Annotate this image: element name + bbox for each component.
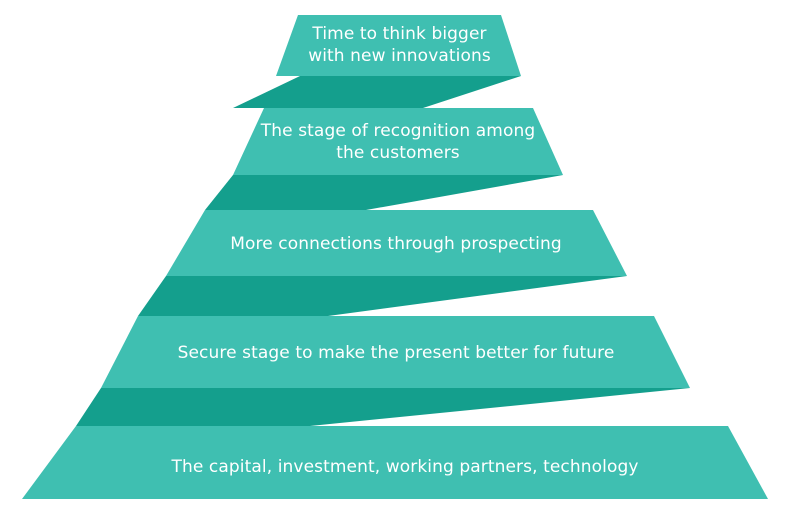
connector-band-2	[205, 175, 563, 210]
tier-2-label: The stage of recognition among the custo…	[260, 121, 536, 163]
connector-band-4	[76, 388, 690, 426]
connector-band-1	[233, 76, 521, 108]
pyramid-tier-3	[166, 210, 627, 276]
pyramid-tier-5	[22, 426, 768, 499]
pyramid-tier-4	[101, 316, 690, 388]
tier-4-label: Secure stage to make the present better …	[177, 343, 615, 363]
connector-band-3	[138, 276, 627, 316]
tier-1-label: Time to think bigger with new innovation…	[308, 24, 491, 66]
pyramid-tier-2	[233, 108, 563, 175]
tier-5-label: The capital, investment, working partner…	[171, 457, 639, 477]
tier-3-label: More connections through prospecting	[230, 234, 562, 254]
pyramid-tier-1	[276, 15, 521, 76]
